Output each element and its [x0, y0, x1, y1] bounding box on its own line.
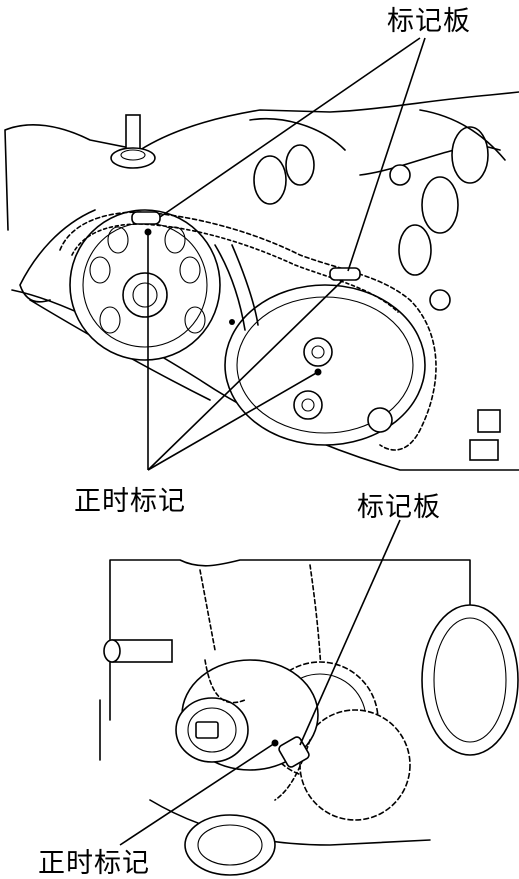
- bottom-mark-plate-label: 标记板: [357, 492, 441, 523]
- top-camshaft: [249, 109, 506, 276]
- top-side-bolts: [389, 164, 501, 461]
- top-mark-plate-right: [329, 267, 361, 281]
- top-mark-plate-label: 标记板: [387, 6, 471, 37]
- top-right-sprocket: [224, 284, 426, 446]
- top-leader-lines: [147, 37, 426, 471]
- bottom-camshaft-stub: [103, 639, 173, 663]
- top-timing-chain-inner: [71, 223, 399, 313]
- top-chain-guide: [214, 244, 259, 331]
- top-bolt-shaft: [110, 114, 156, 169]
- bottom-pulley: [184, 814, 276, 876]
- bottom-mark-plate: [278, 736, 310, 768]
- bottom-chain-lower: [204, 659, 311, 801]
- top-timing-mark-label: 正时标记: [74, 486, 186, 517]
- top-timing-mark-guide: [229, 319, 235, 325]
- top-engine-view: [4, 91, 519, 471]
- bottom-engine-view: [99, 559, 519, 876]
- bottom-vvt-hub: [175, 659, 319, 771]
- bottom-seal-ring: [421, 604, 519, 756]
- top-left-sprocket: [69, 209, 221, 361]
- top-cylinder-head-outline: [4, 91, 519, 471]
- bottom-timing-mark-label: 正时标记: [38, 848, 150, 879]
- top-mark-plate-left: [131, 211, 161, 225]
- bottom-leader-lines: [119, 519, 401, 846]
